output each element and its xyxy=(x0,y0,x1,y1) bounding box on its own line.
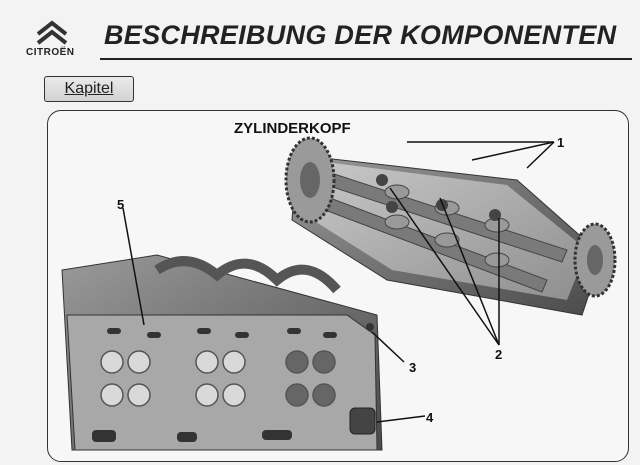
callout-4: 4 xyxy=(426,410,434,425)
cylinder-head-top-view xyxy=(284,136,617,316)
callout-leaders xyxy=(122,141,555,423)
callout-1: 1 xyxy=(557,135,565,150)
combustion-chambers xyxy=(100,350,336,407)
callout-2: 2 xyxy=(495,347,503,362)
title-underline xyxy=(100,58,632,60)
cylinder-head-bottom-view xyxy=(61,254,383,451)
chapter-button[interactable]: Kapitel xyxy=(44,76,134,102)
page-title: BESCHREIBUNG DER KOMPONENTEN xyxy=(104,20,617,50)
coolant-passages xyxy=(92,323,374,442)
chapter-button-label: Kapitel xyxy=(64,80,114,97)
callout-5: 5 xyxy=(117,197,125,212)
callout-3: 3 xyxy=(409,360,417,375)
cylinder-head-illustration xyxy=(61,136,617,451)
camshaft-sprockets xyxy=(284,136,617,298)
citroen-logo xyxy=(36,20,68,45)
brand-name: CITROËN xyxy=(26,47,75,58)
figure-title: ZYLINDERKOPF xyxy=(234,120,351,137)
